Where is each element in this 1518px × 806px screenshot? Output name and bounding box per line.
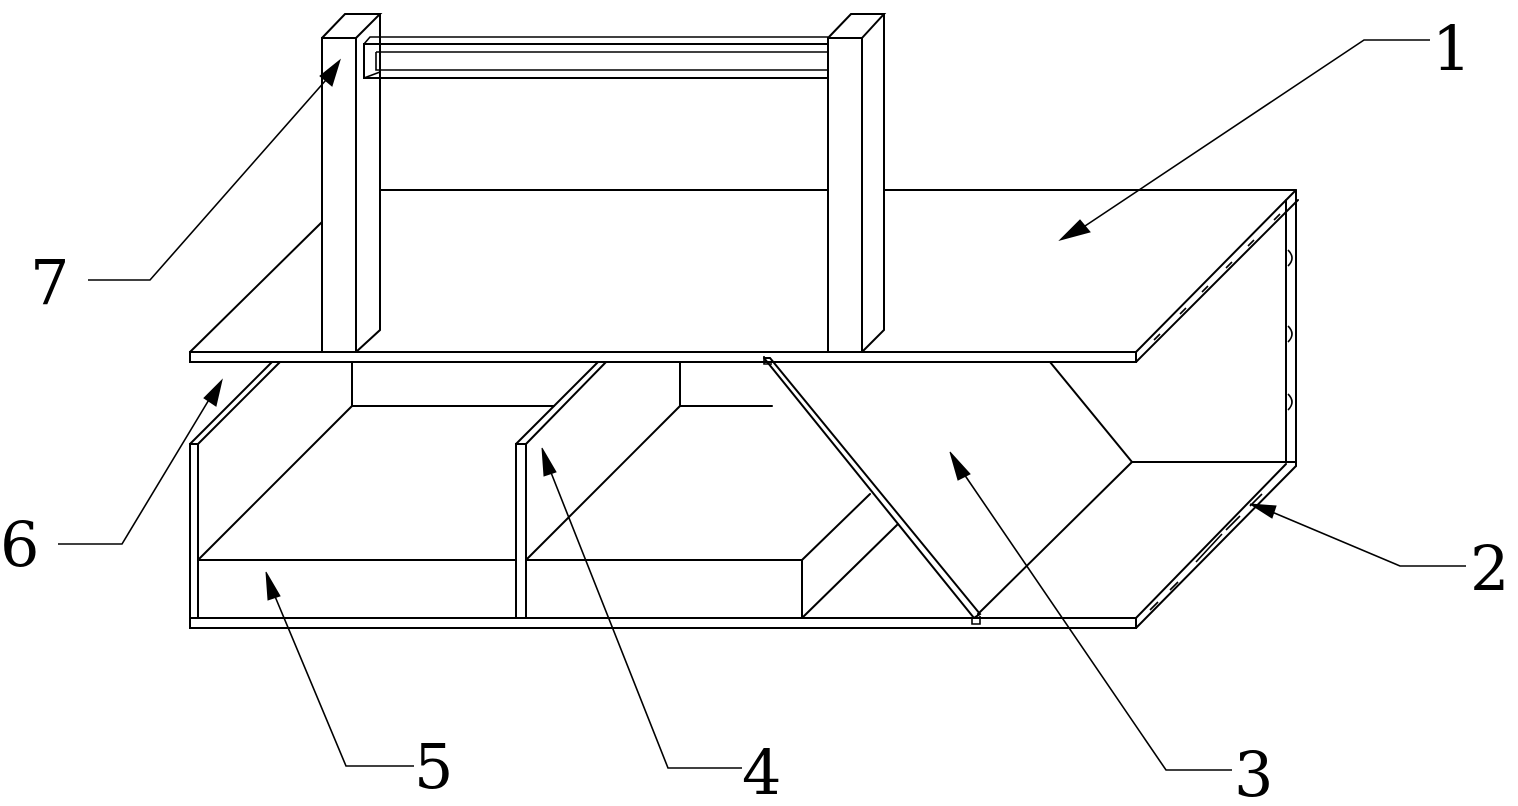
upright-frame: [321, 13, 887, 353]
middle-partition: [515, 361, 607, 619]
middle-compartment: [525, 361, 899, 619]
callout-1: 1: [1432, 12, 1471, 85]
top-plate: [189, 189, 1299, 363]
right-end-wall: [1285, 189, 1297, 467]
callout-2: 2: [1470, 532, 1509, 605]
right-compartment: [977, 361, 1287, 615]
diagonal-divider: [763, 356, 982, 625]
left-compartment: [197, 361, 555, 561]
callout-4: 4: [742, 736, 781, 806]
callout-7: 7: [30, 246, 69, 319]
left-wall: [189, 361, 281, 619]
bottom-plate: [189, 463, 1297, 629]
callout-3: 3: [1234, 738, 1273, 806]
callout-5: 5: [414, 730, 453, 803]
leader-lines: [58, 39, 1466, 771]
callout-6: 6: [0, 508, 39, 581]
